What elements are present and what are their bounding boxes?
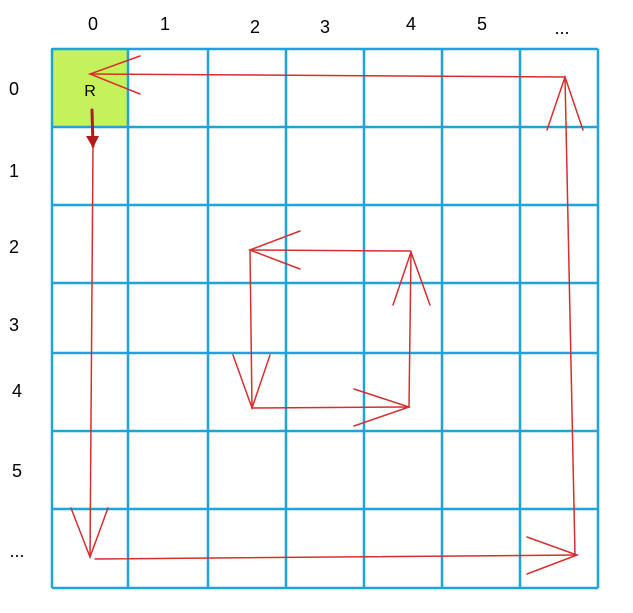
start-arrowhead <box>86 136 99 148</box>
start-cell-label: R <box>84 83 96 100</box>
inner-right-line <box>408 251 412 408</box>
column-label: 4 <box>406 14 416 34</box>
outer-right-line <box>564 76 576 556</box>
column-label: 3 <box>320 17 330 37</box>
outer-top-arrowhead <box>87 55 141 95</box>
column-label: 0 <box>88 14 98 34</box>
column-label: 2 <box>250 17 260 37</box>
inner-spiral-path <box>232 230 431 427</box>
column-label: ... <box>554 18 569 38</box>
row-label: 3 <box>9 315 19 335</box>
row-labels: 0 1 2 3 4 5 ... <box>9 79 25 561</box>
outer-spiral-path <box>70 55 584 575</box>
row-label: 4 <box>12 381 22 401</box>
inner-right-arrowhead <box>392 249 431 306</box>
outer-left-line <box>89 146 94 558</box>
inner-bottom-line <box>251 406 410 409</box>
row-label: ... <box>9 541 24 561</box>
row-label: 0 <box>9 79 19 99</box>
row-label: 1 <box>9 161 19 181</box>
start-cell-highlight <box>51 48 129 128</box>
outer-bottom-line <box>94 554 578 560</box>
start-arrow <box>86 108 99 148</box>
row-label: 5 <box>12 461 22 481</box>
inner-top-line <box>249 249 411 252</box>
column-label: 1 <box>160 14 170 34</box>
outer-left-arrowhead <box>70 507 109 560</box>
outer-bottom-arrowhead <box>526 536 580 575</box>
grid-lines <box>50 47 600 590</box>
outer-right-arrowhead <box>546 74 584 131</box>
column-label: 5 <box>477 14 487 34</box>
row-label: 2 <box>9 237 19 257</box>
column-labels: 0 1 2 3 4 5 ... <box>88 14 570 38</box>
outer-top-line <box>89 73 566 78</box>
inner-left-line <box>249 249 253 409</box>
